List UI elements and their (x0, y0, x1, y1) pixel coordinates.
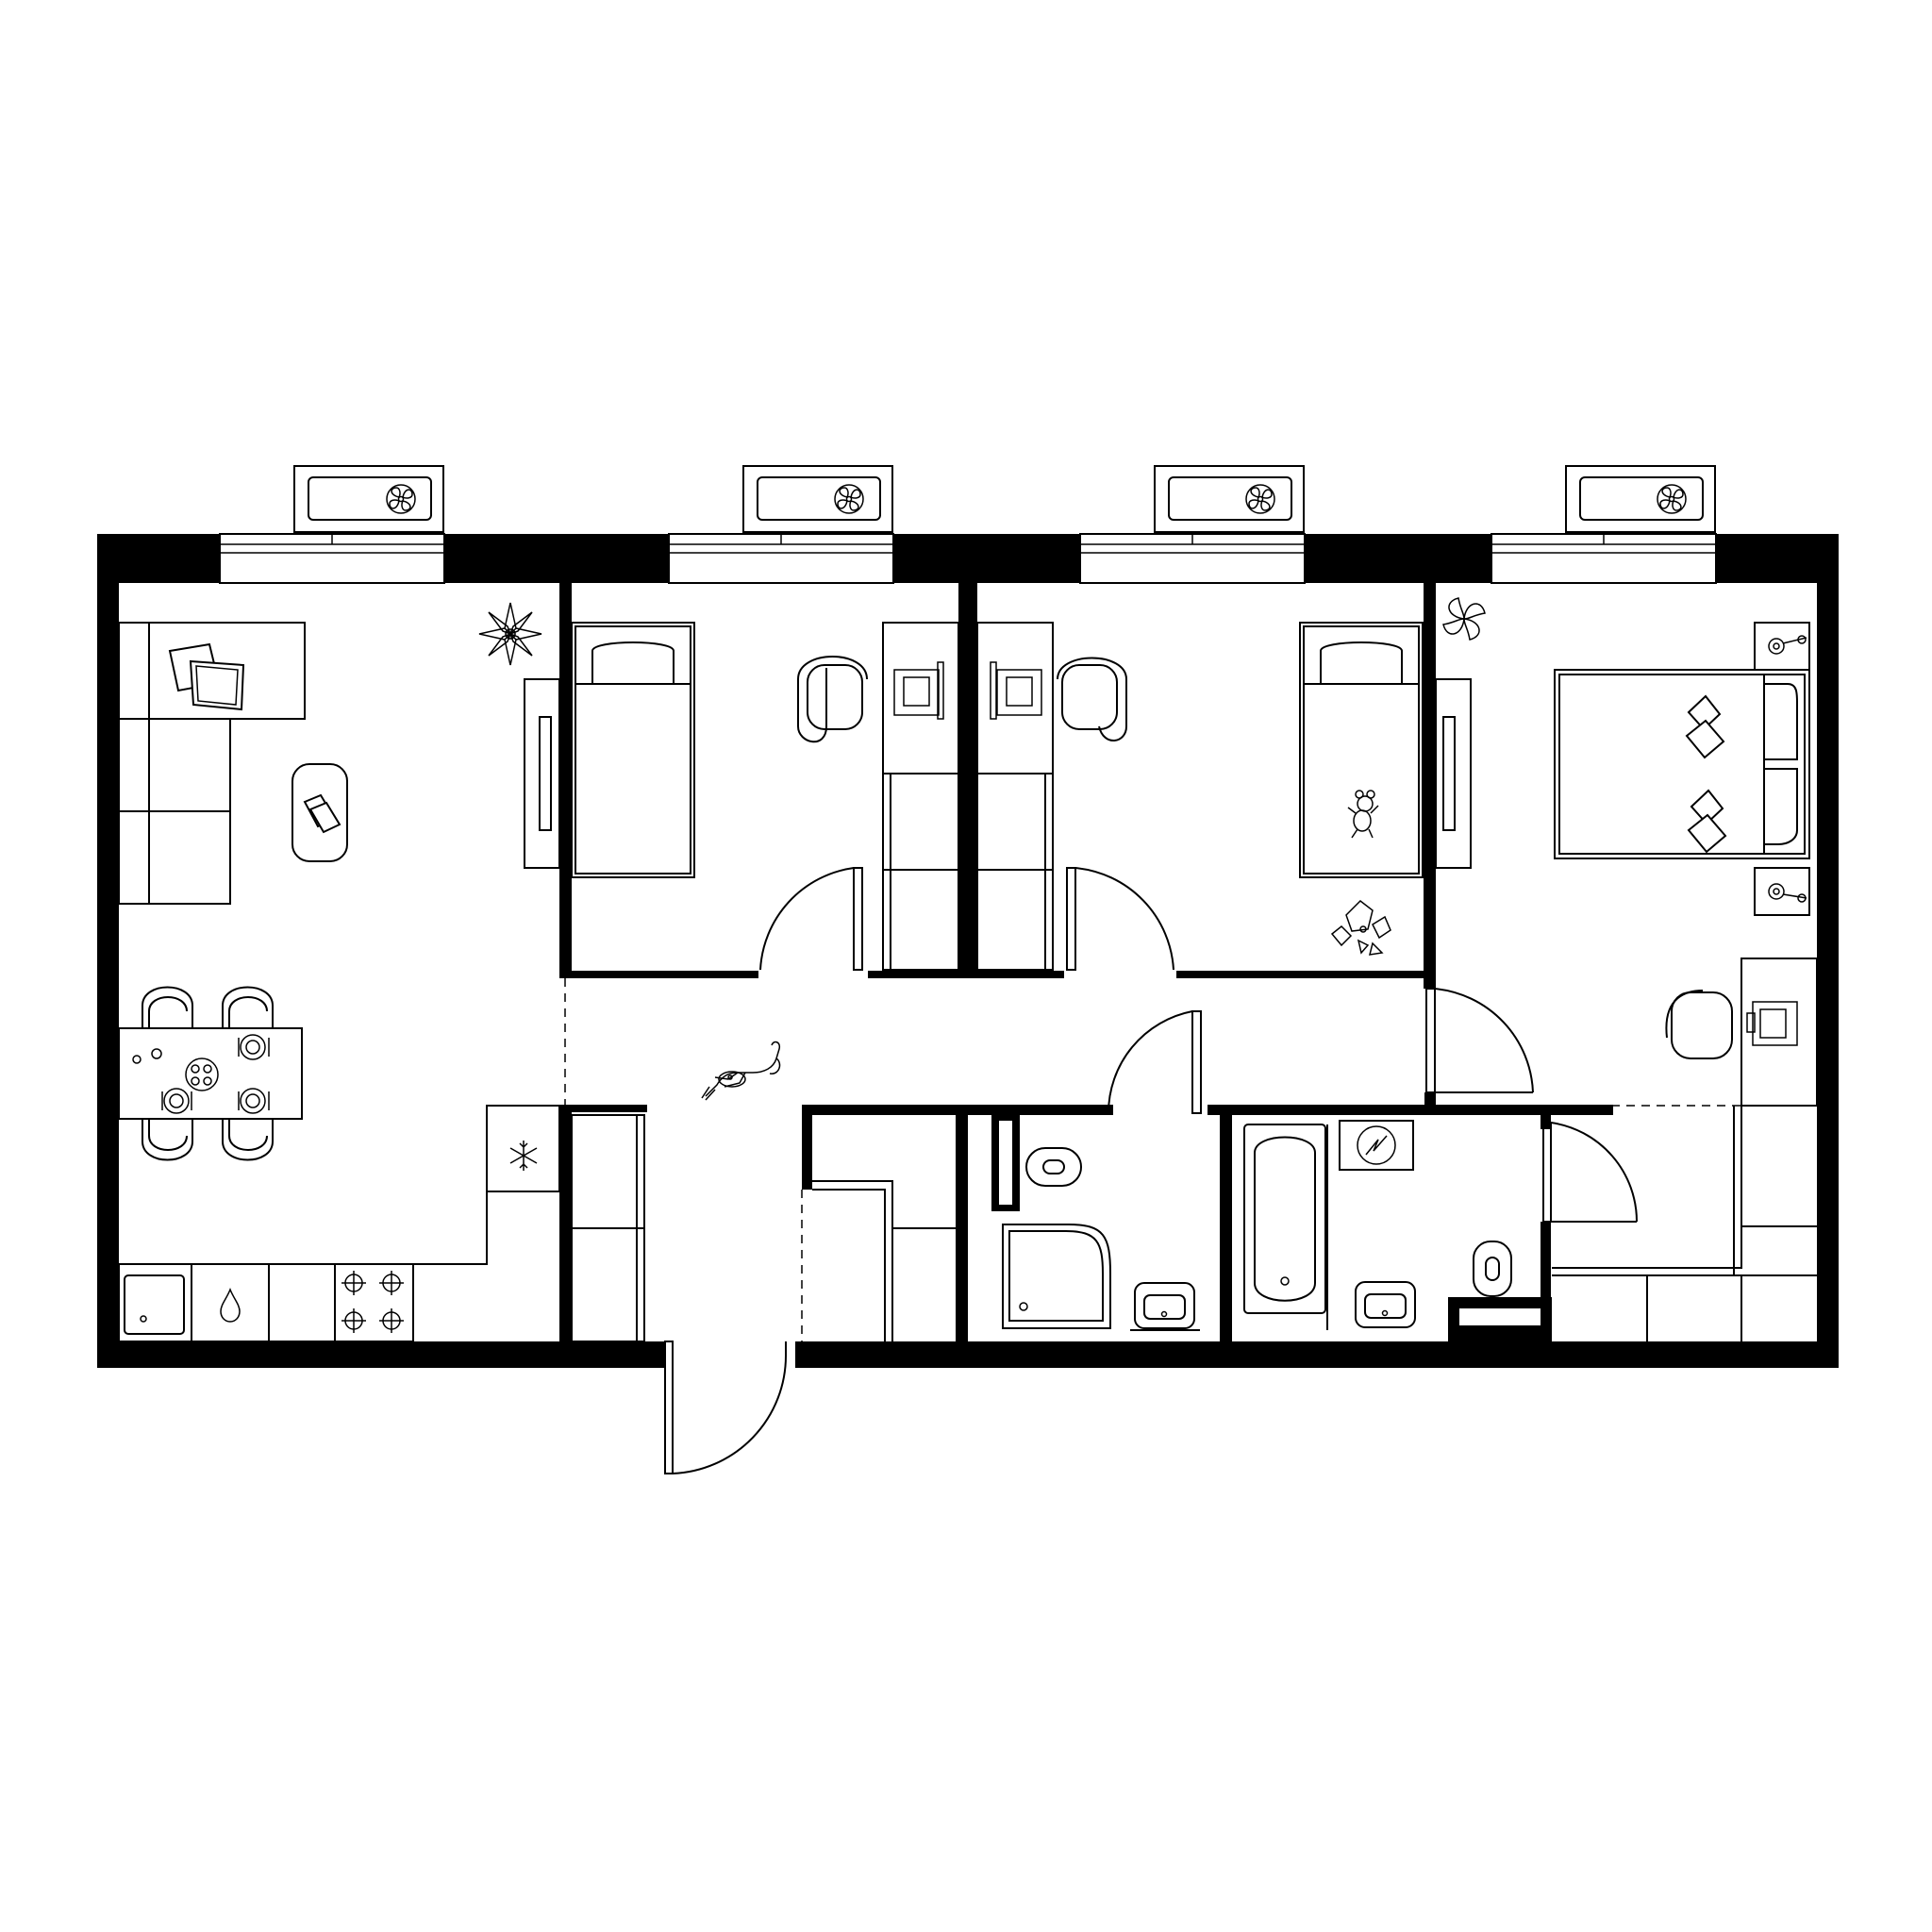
kitchen-counter (118, 1105, 560, 1342)
chair (797, 656, 868, 743)
ac-unit (293, 465, 444, 533)
single-bed (571, 622, 695, 878)
window (668, 533, 894, 584)
burner-icon (341, 1271, 404, 1333)
boiler-icon (1339, 1120, 1414, 1171)
window (1079, 533, 1306, 584)
bathroom (1243, 1120, 1512, 1330)
bedroom-2-door (1066, 867, 1174, 971)
bedroom-1 (571, 622, 959, 971)
shower-room-door (1108, 1010, 1202, 1114)
living-kitchen (118, 602, 560, 1342)
water-drop-icon (220, 1287, 241, 1323)
tv (1435, 678, 1472, 869)
window (219, 533, 445, 584)
shower-room (1002, 1147, 1200, 1331)
coffee-table (291, 763, 348, 862)
window (1491, 533, 1717, 584)
ac-units (293, 465, 1716, 533)
toilet (1025, 1147, 1082, 1187)
cushion-icon (168, 642, 245, 711)
wardrobe (882, 773, 959, 971)
entrance-door (664, 1341, 788, 1474)
cushion-icon (1685, 694, 1727, 854)
bathtub (1243, 1124, 1328, 1330)
toy-blocks-icon (1330, 900, 1391, 956)
walls (97, 534, 1839, 1368)
ac-unit (1565, 465, 1716, 533)
double-bed (1554, 669, 1810, 859)
sink (1355, 1281, 1416, 1328)
master-door (1425, 988, 1534, 1093)
ac-unit (1154, 465, 1305, 533)
single-bed (1299, 622, 1424, 878)
shower-tray (1002, 1224, 1111, 1329)
desk (882, 622, 959, 774)
bathroom-door (1542, 1122, 1638, 1223)
doors (564, 867, 1817, 1474)
chair (1057, 657, 1127, 741)
sink (1130, 1282, 1200, 1331)
desk (976, 622, 1054, 774)
fan-icon (386, 484, 416, 514)
nightstand (1754, 622, 1810, 671)
plant-icon (1442, 597, 1486, 641)
closet (571, 1114, 645, 1342)
bedroom-master (1442, 597, 1818, 1341)
desk (1740, 958, 1818, 1107)
dog-icon (701, 1041, 781, 1101)
tv (524, 678, 560, 869)
ac-unit (742, 465, 893, 533)
plant-icon (478, 602, 542, 666)
fan-icon (1245, 484, 1275, 514)
snowflake-icon (509, 1141, 538, 1171)
wardrobe (1552, 1106, 1817, 1341)
dining-table (118, 986, 303, 1161)
teddy-bear-icon (1347, 790, 1379, 839)
toilet (1473, 1241, 1512, 1297)
hall-wardrobe (812, 1180, 956, 1341)
sofa (118, 622, 306, 905)
fan-icon (1657, 484, 1687, 514)
nightstand (1754, 867, 1810, 916)
wardrobe (976, 773, 1054, 971)
bedroom-2 (976, 622, 1472, 971)
fan-icon (834, 484, 864, 514)
bedroom-1-door (759, 867, 863, 971)
chair (1665, 990, 1733, 1059)
